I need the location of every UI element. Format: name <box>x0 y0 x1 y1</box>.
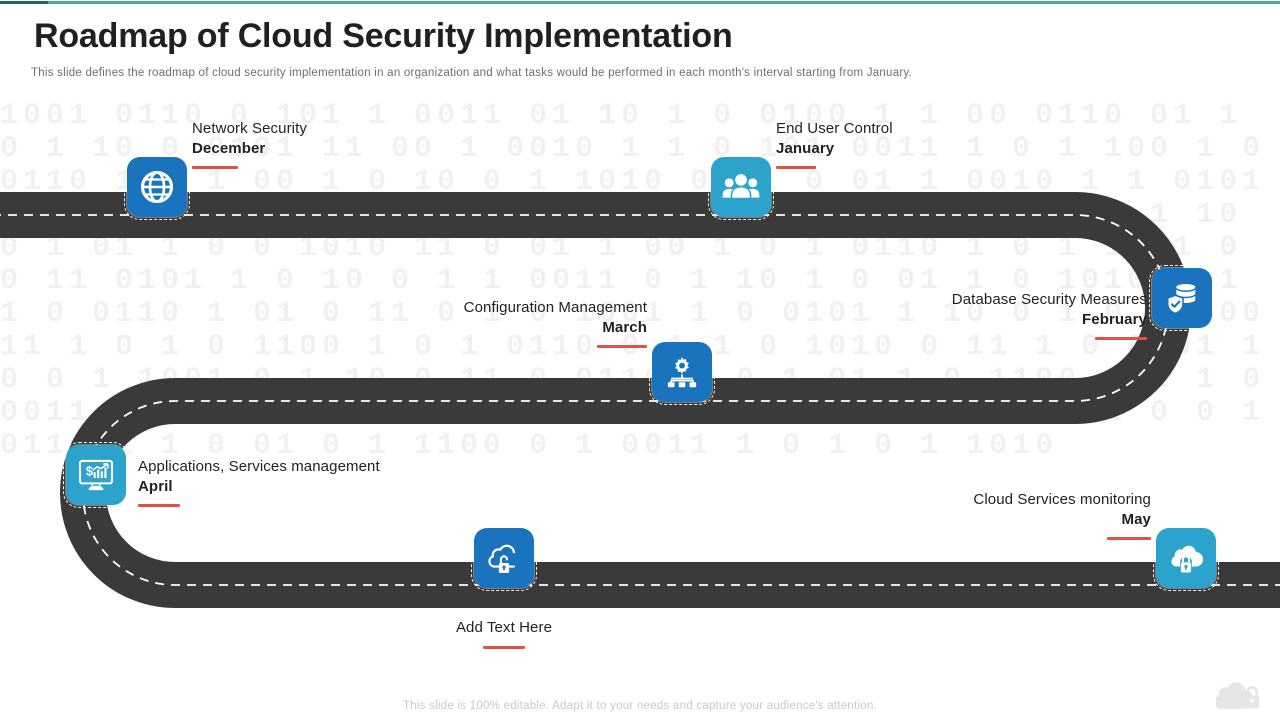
page-subtitle: This slide defines the roadmap of cloud … <box>31 67 913 80</box>
milestone-month-label: January <box>776 140 835 158</box>
milestone-task-label: Database Security Measures <box>951 291 1147 308</box>
milestone-december[interactable]: Network Security December <box>124 120 307 220</box>
milestone-task-label: Add Text Here <box>455 619 553 636</box>
milestone-february[interactable]: Database Security Measures February <box>952 265 1215 340</box>
milestone-task-label: Network Security <box>192 120 307 137</box>
milestone-task-label: Configuration Management <box>463 299 647 316</box>
milestone-march[interactable]: Configuration Management March <box>464 299 715 405</box>
page-title: Roadmap of Cloud Security Implementation <box>34 17 733 55</box>
milestone-underline <box>1095 336 1147 340</box>
slide-header: Roadmap of Cloud Security Implementation… <box>0 16 1280 81</box>
milestone-underline <box>192 165 238 169</box>
milestone-placeholder[interactable]: Add Text Here <box>456 525 552 650</box>
gear-hierarchy-icon[interactable] <box>649 339 715 405</box>
milestone-underline <box>483 646 525 650</box>
milestone-march-text: Configuration Management March <box>397 298 647 348</box>
milestone-month-label: March <box>602 319 647 337</box>
milestone-april-text: Applications, Services management April <box>138 457 380 507</box>
milestone-month-label: April <box>138 478 173 496</box>
cloud-lock-icon[interactable] <box>1153 525 1219 591</box>
milestone-task-label: Cloud Services monitoring <box>973 491 1151 508</box>
milestone-underline <box>597 344 647 348</box>
milestone-may[interactable]: Cloud Services monitoring May <box>973 491 1219 591</box>
footer-note: This slide is 100% editable. Adapt it to… <box>402 700 878 712</box>
milestone-task-label: End User Control <box>776 120 893 137</box>
svg-text:$: $ <box>86 463 93 478</box>
milestone-december-text: Network Security December <box>192 119 307 169</box>
milestone-task-label: Applications, Services management <box>138 458 380 475</box>
milestone-may-text: Cloud Services monitoring May <box>911 490 1151 540</box>
top-accent-bar <box>0 0 1280 6</box>
cloud-unlock-icon[interactable] <box>471 525 537 591</box>
accent-bar-dark <box>0 1 48 4</box>
milestone-month-label: May <box>1121 511 1151 529</box>
milestone-month-label: December <box>192 140 266 158</box>
milestone-january-text: End User Control January <box>776 119 893 169</box>
milestone-underline <box>138 503 180 507</box>
milestone-underline <box>776 165 816 169</box>
accent-bar-light <box>48 1 1280 4</box>
globe-icon[interactable] <box>124 154 190 220</box>
milestone-april[interactable]: $ Applications, Services management Apri… <box>63 442 380 508</box>
milestone-month-label: February <box>1082 311 1147 329</box>
milestone-january[interactable]: End User Control January <box>708 120 893 220</box>
users-group-icon[interactable] <box>708 154 774 220</box>
milestone-february-text: Database Security Measures February <box>887 290 1147 340</box>
milestone-underline <box>1107 536 1151 540</box>
milestone-placeholder-text: Add Text Here <box>394 618 614 650</box>
monitor-chart-dollar-icon[interactable]: $ <box>63 442 129 508</box>
database-shield-icon[interactable] <box>1149 265 1215 331</box>
cloud-lock-watermark-icon <box>1213 678 1262 717</box>
